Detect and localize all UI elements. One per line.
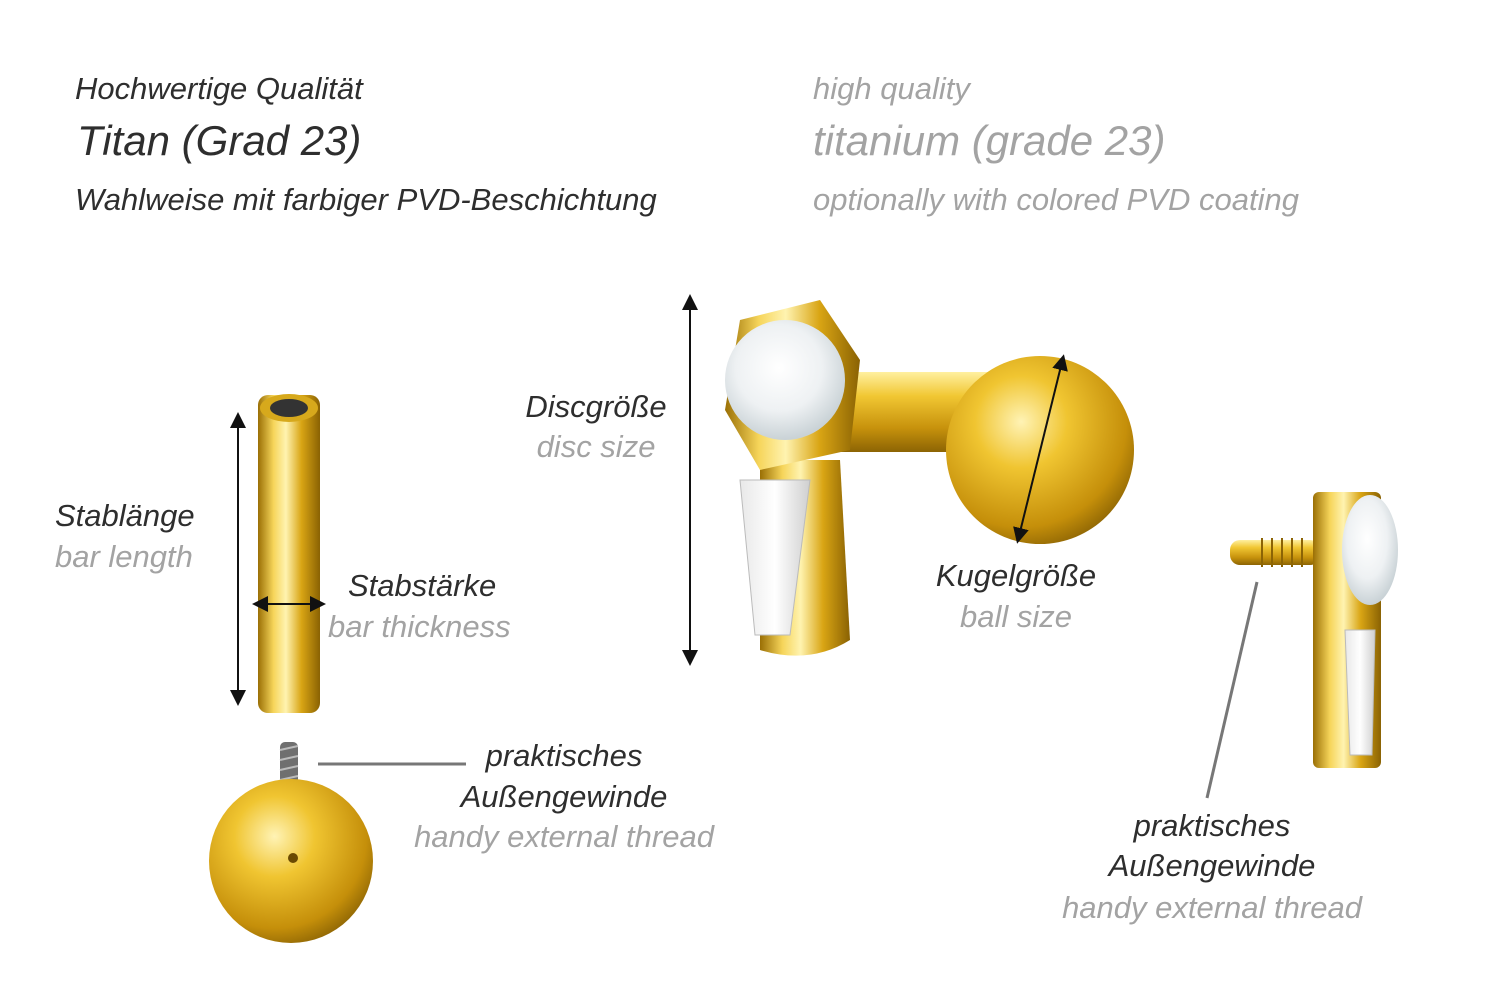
header-de-line1: Hochwertige Qualität [75, 71, 363, 106]
thread-left-label-de1: praktisches [485, 738, 643, 773]
thread-pointer-right [1205, 581, 1259, 799]
thread-right-label-en: handy external thread [1062, 890, 1362, 925]
bar-length-label-en: bar length [55, 539, 193, 574]
thread-left-label-en: handy external thread [414, 819, 714, 854]
header-de-line2: Titan (Grad 23) [77, 117, 362, 164]
ball-size-label-en: ball size [960, 599, 1072, 634]
bar-thickness-label-de: Stabstärke [348, 568, 497, 603]
attachment-image [1230, 492, 1398, 768]
header-de-line3: Wahlweise mit farbiger PVD-Beschichtung [75, 182, 657, 217]
ball-size-arrow [1013, 354, 1068, 544]
threaded-ball-image [209, 742, 373, 943]
ball-size-label-de: Kugelgröße [935, 558, 1097, 593]
disc-size-label-en: disc size [536, 429, 656, 464]
thread-right-label-de1: praktisches [1133, 808, 1291, 843]
header-en-line1: high quality [813, 71, 970, 106]
header-en-line3: optionally with colored PVD coating [813, 182, 1299, 217]
bar-thickness-label-en: bar thickness [328, 609, 511, 644]
bar-length-label-de: Stablänge [55, 498, 195, 533]
thread-left-label-de2: Außengewinde [460, 779, 668, 814]
bar-image [258, 394, 320, 713]
earring-image [725, 300, 1134, 656]
disc-size-label-de: Discgröße [525, 389, 667, 424]
header-en-line2: titanium (grade 23) [813, 117, 1166, 164]
thread-right-label-de2: Außengewinde [1108, 848, 1316, 883]
